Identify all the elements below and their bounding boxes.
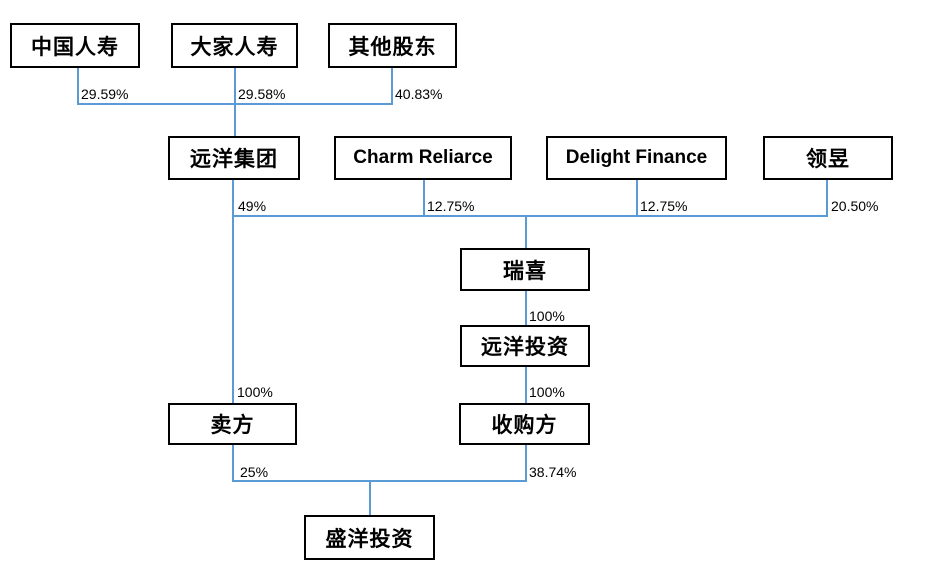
node-label-shengyang-investment: 盛洋投资 (325, 527, 414, 551)
node-china-life: 中国人寿 (10, 23, 140, 68)
connector-bus-to-ruixi (525, 215, 527, 248)
node-seller: 卖方 (168, 403, 297, 445)
node-sino-ocean-group: 远洋集团 (168, 136, 300, 180)
node-label-seller: 卖方 (210, 414, 255, 437)
connector-top-bus (77, 103, 393, 105)
connector-bus-to-shengyang (369, 480, 371, 515)
connector-other-shareholders-stub (391, 68, 393, 105)
node-dajia-life: 大家人寿 (171, 23, 298, 68)
connector-delight-stub (636, 180, 638, 216)
node-acquirer: 收购方 (459, 403, 590, 445)
pct-charm-in-ruixi: 12.75% (427, 198, 475, 214)
node-other-shareholders: 其他股东 (328, 23, 457, 68)
pct-group-in-ruixi: 49% (238, 198, 267, 214)
pct-delight-in-ruixi: 12.75% (640, 198, 688, 214)
node-label-sino-ocean-group: 远洋集团 (190, 148, 278, 171)
pct-dajia-life: 29.58% (238, 86, 286, 102)
node-label-china-life: 中国人寿 (31, 35, 119, 59)
node-label-other-shareholders: 其他股东 (348, 35, 437, 59)
connector-charm-stub (423, 180, 425, 216)
connector-tier2-bus (232, 215, 828, 217)
node-ruixi: 瑞喜 (460, 248, 590, 291)
pct-lingyu-in-ruixi: 20.50% (831, 198, 879, 214)
connector-investment-to-acquirer (525, 367, 527, 403)
connector-lingyu-stub (826, 180, 828, 216)
pct-china-life: 29.59% (81, 86, 129, 102)
pct-group-in-seller: 100% (237, 384, 273, 400)
node-label-ruixi: 瑞喜 (503, 259, 547, 283)
node-shengyang-investment: 盛洋投资 (304, 515, 435, 560)
connector-dajia-life-to-group (234, 68, 236, 136)
node-label-sino-ocean-investment: 远洋投资 (481, 336, 569, 359)
connector-ruixi-to-investment (525, 291, 527, 325)
pct-ruixi-in-investment: 100% (529, 308, 565, 324)
pct-seller-in-shengyang: 25% (240, 464, 269, 480)
connector-bottom-bus (232, 480, 527, 482)
connector-acquirer-stub (525, 445, 527, 482)
connector-seller-stub (232, 445, 234, 482)
pct-acquirer-in-shengyang: 38.74% (529, 464, 577, 480)
pct-other-shareholders: 40.83% (395, 86, 443, 102)
node-label-charm-reliarce: Charm Reliarce (353, 147, 493, 168)
pct-investment-in-acquirer: 100% (529, 384, 565, 400)
node-lingyu: 领昱 (763, 136, 893, 180)
node-label-delight-finance: Delight Finance (565, 147, 708, 168)
connector-china-life-stub (77, 68, 79, 105)
node-label-dajia-life: 大家人寿 (190, 35, 279, 59)
connector-group-to-seller (232, 180, 234, 403)
node-label-acquirer: 收购方 (491, 414, 558, 437)
node-sino-ocean-investment: 远洋投资 (460, 325, 590, 367)
node-label-lingyu: 领昱 (806, 148, 850, 171)
node-delight-finance: Delight Finance (546, 136, 727, 180)
node-charm-reliarce: Charm Reliarce (334, 136, 512, 180)
